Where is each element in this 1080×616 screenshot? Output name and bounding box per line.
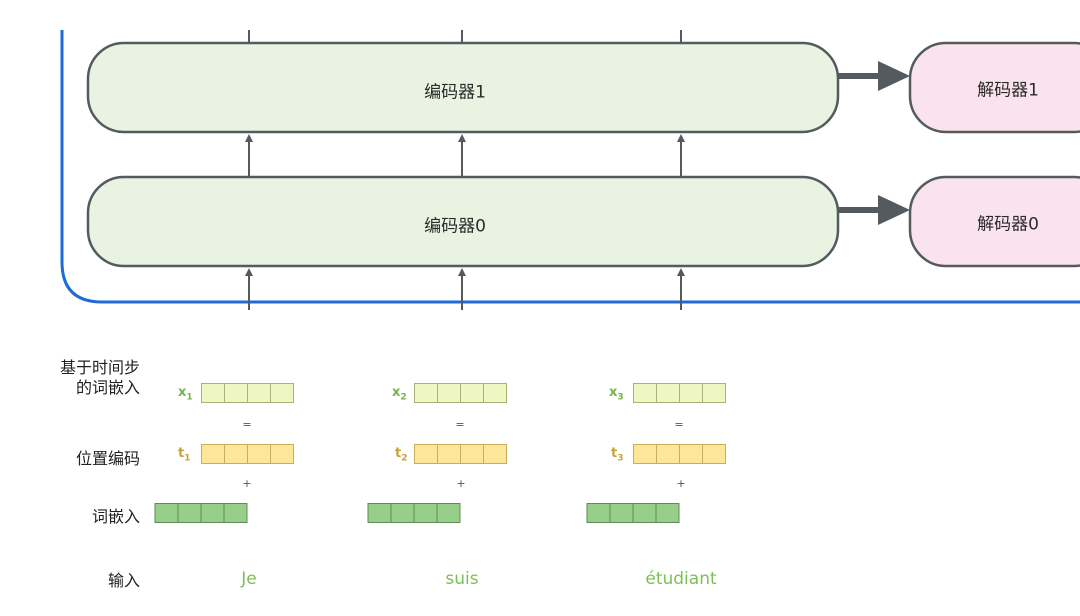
vector-cell xyxy=(247,444,271,464)
vector-cell xyxy=(679,383,703,403)
equals-sign: = xyxy=(455,418,465,431)
vector-cell xyxy=(483,444,507,464)
vector-cell xyxy=(460,383,484,403)
vector-cell xyxy=(655,503,680,523)
token-3-positional-vector xyxy=(633,444,726,464)
token-1-timestep-embedding-vector xyxy=(201,383,294,403)
encoder-1-to-decoder-arrow-head xyxy=(878,61,910,91)
vector-cell xyxy=(437,383,461,403)
token-3-position-var: t3 xyxy=(611,446,624,464)
vector-cell xyxy=(702,383,726,403)
vector-cell xyxy=(270,383,294,403)
input-word-2: suis xyxy=(445,569,479,589)
vector-cell xyxy=(223,503,248,523)
vector-cell xyxy=(679,444,703,464)
vector-cell xyxy=(200,503,225,523)
token-2-timestep-embedding-vector xyxy=(414,383,507,403)
vector-cell xyxy=(224,444,248,464)
plus-sign: + xyxy=(676,477,686,490)
vector-cell xyxy=(483,383,507,403)
token-2-embedding-var: x2 xyxy=(392,385,407,403)
token-1-positional-vector xyxy=(201,444,294,464)
vector-cell xyxy=(201,444,225,464)
token-2-positional-vector xyxy=(414,444,507,464)
decoder-0-label: 解码器0 xyxy=(977,214,1039,235)
encoder-0-to-decoder-arrow-head xyxy=(878,195,910,225)
input-word-1: Je xyxy=(241,569,257,589)
vector-cell xyxy=(460,444,484,464)
vector-cell xyxy=(154,503,179,523)
vector-cell xyxy=(414,444,438,464)
vector-cell xyxy=(201,383,225,403)
token-2-position-var: t2 xyxy=(395,446,408,464)
token-3-word-embedding-vector xyxy=(586,503,680,523)
vector-cell xyxy=(586,503,611,523)
token-2-word-embedding-vector xyxy=(367,503,461,523)
decoder-1-label: 解码器1 xyxy=(977,80,1039,101)
encoder-1-label: 编码器1 xyxy=(424,82,486,103)
encoder-0-label: 编码器0 xyxy=(424,216,486,237)
vector-cell xyxy=(633,383,657,403)
plus-sign: + xyxy=(456,477,466,490)
input-label: 输入 xyxy=(107,571,140,590)
vector-cell xyxy=(390,503,415,523)
vector-cell xyxy=(414,383,438,403)
vector-cell xyxy=(224,383,248,403)
token-1-embedding-var: x1 xyxy=(178,385,193,403)
vector-cell xyxy=(367,503,392,523)
token-1-position-var: t1 xyxy=(178,446,191,464)
token-1-word-embedding-vector xyxy=(154,503,248,523)
plus-sign: + xyxy=(242,477,252,490)
input-word-3: étudiant xyxy=(645,569,717,589)
equals-sign: = xyxy=(674,418,684,431)
vector-cell xyxy=(177,503,202,523)
decoder-0-box xyxy=(908,175,1080,268)
encoder-1-box xyxy=(86,41,840,134)
equals-sign: = xyxy=(242,418,252,431)
token-3-embedding-var: x3 xyxy=(609,385,624,403)
vector-cell xyxy=(247,383,271,403)
vector-cell xyxy=(632,503,657,523)
positional-encoding-label: 位置编码 xyxy=(75,449,140,468)
stack-outer-border xyxy=(60,30,1080,304)
decoder-1-box xyxy=(908,41,1080,134)
vector-cell xyxy=(413,503,438,523)
vector-cell xyxy=(656,383,680,403)
vector-cell xyxy=(437,444,461,464)
vector-cell xyxy=(436,503,461,523)
vector-cell xyxy=(656,444,680,464)
vector-cell xyxy=(609,503,634,523)
vector-cell xyxy=(270,444,294,464)
vector-cell xyxy=(702,444,726,464)
timestep-embedding-label: 基于时间步 的词嵌入 xyxy=(59,358,140,397)
word-embedding-label: 词嵌入 xyxy=(91,507,140,526)
token-3-timestep-embedding-vector xyxy=(633,383,726,403)
vector-cell xyxy=(633,444,657,464)
